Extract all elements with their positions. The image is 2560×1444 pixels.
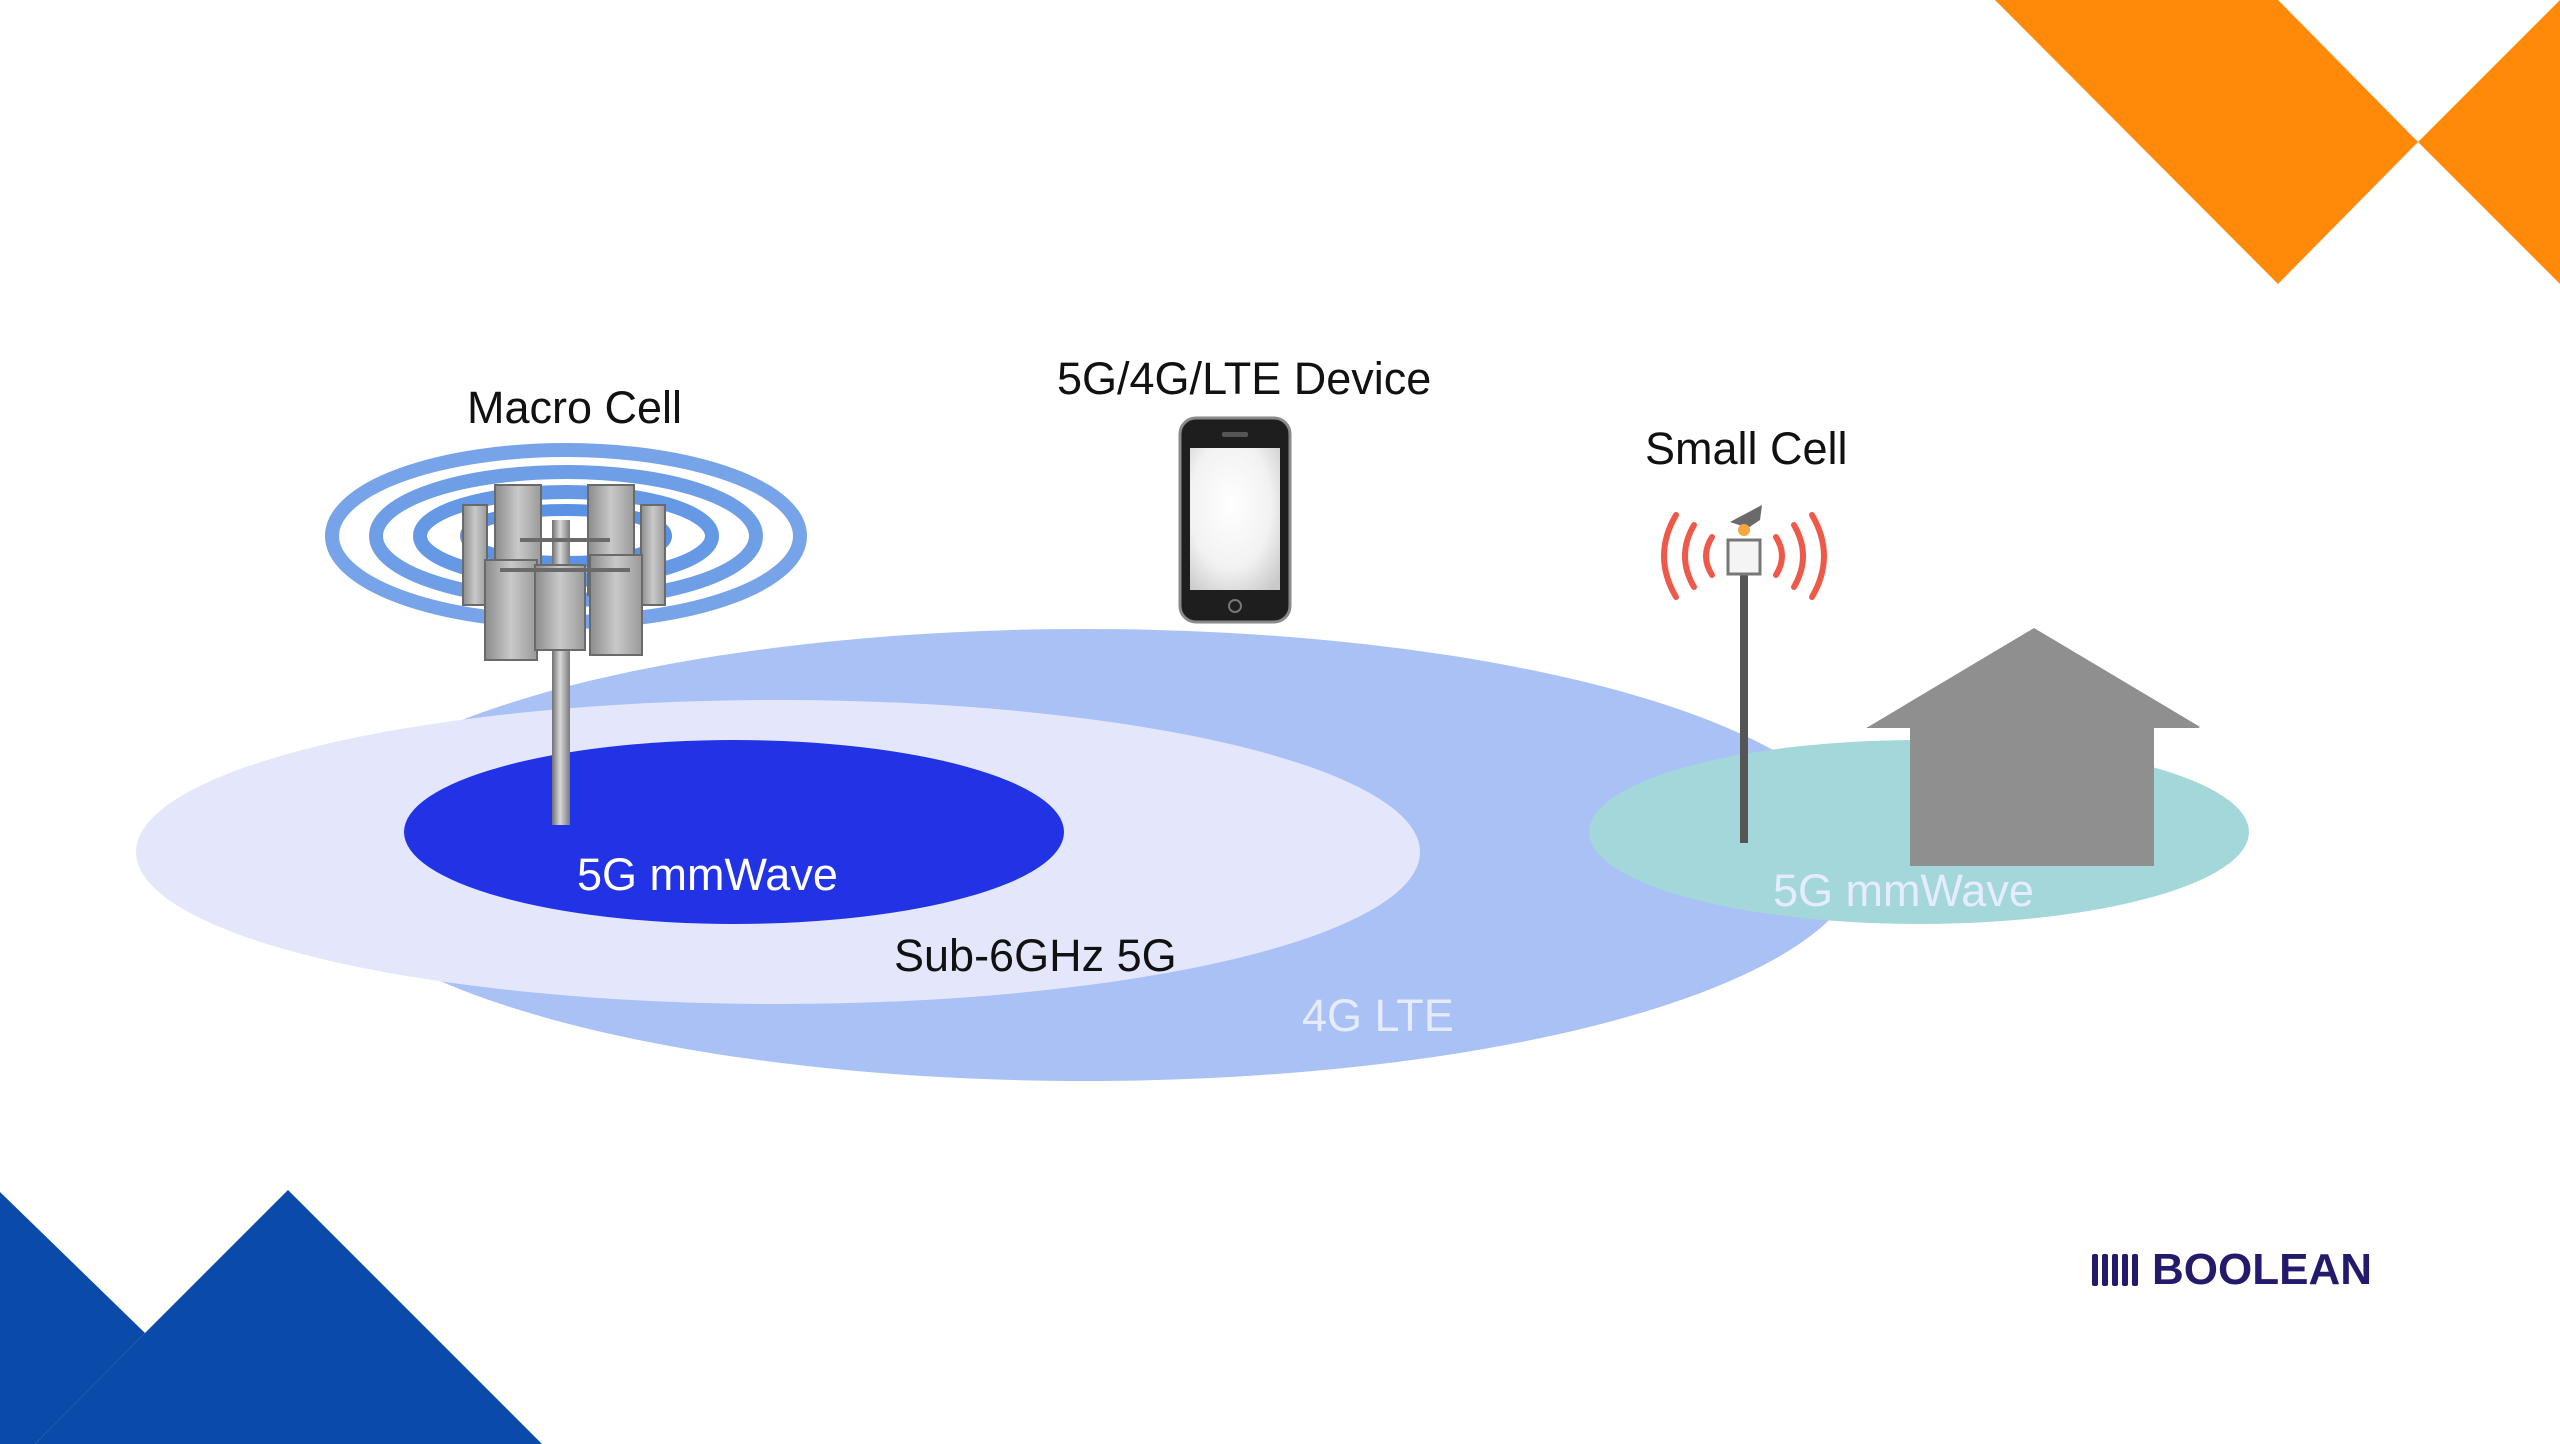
brand-logo: BOOLEAN [2090, 1248, 2372, 1292]
small-cell-label: Small Cell [1645, 423, 1848, 474]
logo-text: BOOLEAN [2152, 1245, 2372, 1294]
smartphone-icon [1178, 416, 1292, 624]
corner-decoration-top-right [1995, 0, 2560, 284]
sub6-label: Sub-6GHz 5G [894, 930, 1177, 981]
device-label: 5G/4G/LTE Device [1057, 353, 1432, 404]
house-icon [1867, 628, 2200, 866]
mmwave-small-label: 5G mmWave [1773, 865, 2034, 916]
macro-cell-label: Macro Cell [467, 382, 683, 433]
logo-bars-icon [2092, 1254, 2138, 1286]
mmwave-macro-label: 5G mmWave [577, 849, 838, 900]
corner-decoration-bottom-left [0, 1190, 542, 1444]
small-cell-icon [1661, 505, 1827, 843]
house-roof [1868, 628, 2200, 727]
macro-tower-icon [462, 484, 666, 825]
lte-label: 4G LTE [1302, 990, 1454, 1041]
